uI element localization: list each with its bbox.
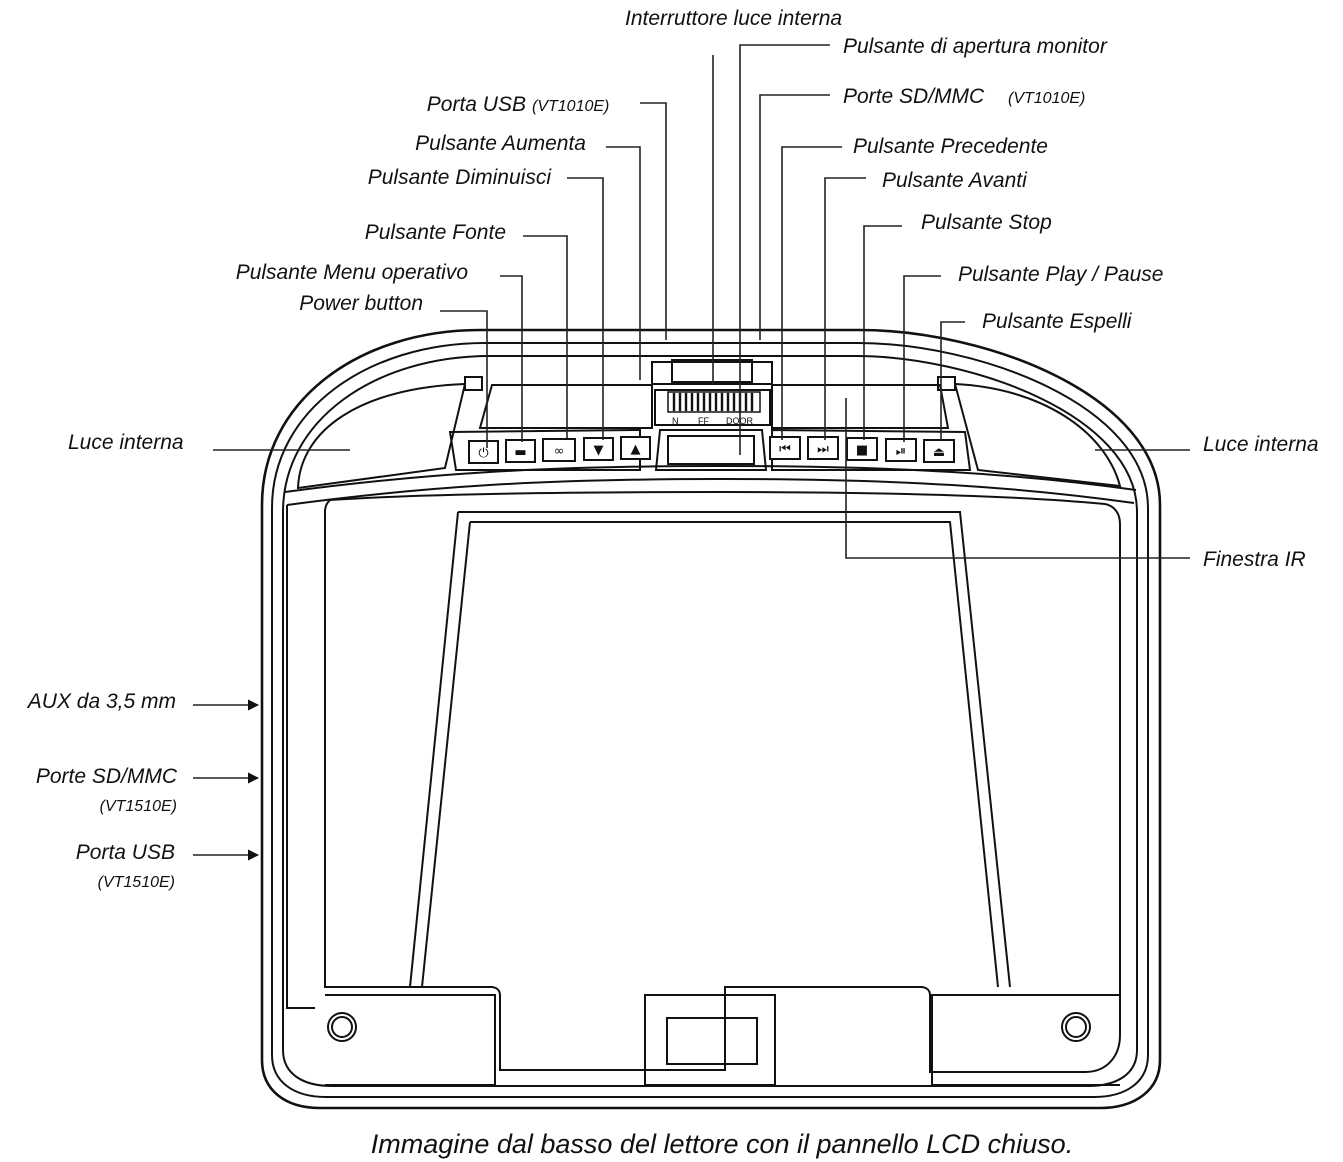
- label-previous: Pulsante Precedente: [853, 135, 1048, 158]
- switch-mark-n: N: [672, 416, 679, 426]
- label-usb-side: Porta USB: [76, 841, 175, 864]
- power-icon: ⏻: [478, 446, 488, 461]
- label-menu: Pulsante Menu operativo: [236, 261, 469, 284]
- label-stop: Pulsante Stop: [921, 211, 1052, 234]
- label-source: Pulsante Fonte: [365, 221, 506, 244]
- source-button[interactable]: ∞: [542, 438, 576, 462]
- label-aux: AUX da 3,5 mm: [26, 690, 176, 713]
- label-sd-mmc-top-model: (VT1010E): [1008, 90, 1085, 107]
- power-button[interactable]: ⏻: [468, 440, 499, 464]
- label-sd-mmc-side-model: (VT1510E): [100, 798, 177, 815]
- label-power: Power button: [299, 292, 423, 315]
- skip-back-icon: ⏮: [779, 442, 791, 457]
- triangle-up-icon: ▲: [631, 442, 641, 457]
- eject-button[interactable]: ⏏: [923, 439, 955, 463]
- stop-icon: ■: [856, 443, 868, 458]
- label-interior-light-right: Luce interna: [1203, 433, 1319, 456]
- interior-light-switch-wheel[interactable]: [667, 391, 761, 413]
- label-play-pause: Pulsante Play / Pause: [958, 263, 1163, 286]
- eject-icon: ⏏: [933, 445, 945, 460]
- switch-mark-ff: FF: [698, 416, 709, 426]
- stop-button[interactable]: ■: [846, 437, 878, 461]
- menu-button[interactable]: ▬: [505, 439, 536, 463]
- play-pause-icon: ⏯: [896, 444, 906, 459]
- label-usb-port-top-model: (VT1010E): [532, 98, 609, 115]
- label-eject: Pulsante Espelli: [982, 310, 1133, 333]
- figure-caption: Immagine dal basso del lettore con il pa…: [371, 1129, 1073, 1159]
- label-interior-light-switch: Interruttore luce interna: [625, 7, 842, 30]
- label-usb-port-top: Porta USB: [427, 93, 526, 116]
- device-housing: N FF DOOR ⏻ ▬ ∞ ▼ ▲ ⏮: [260, 328, 1162, 1110]
- leader-lines: [193, 44, 1190, 861]
- label-volume-down: Pulsante Diminuisci: [368, 166, 553, 189]
- skip-forward-icon: ⏭: [817, 442, 829, 457]
- label-monitor-open-button: Pulsante di apertura monitor: [843, 35, 1108, 58]
- play-pause-button[interactable]: ⏯: [885, 438, 917, 462]
- label-sd-mmc-side: Porte SD/MMC: [36, 765, 178, 788]
- label-sd-mmc-top: Porte SD/MMC: [843, 85, 985, 108]
- source-icon: ∞: [554, 444, 565, 459]
- triangle-down-icon: ▼: [594, 443, 604, 458]
- label-usb-side-model: (VT1510E): [98, 874, 175, 891]
- next-button[interactable]: ⏭: [807, 436, 839, 460]
- menu-icon: ▬: [514, 445, 526, 460]
- label-ir-window: Finestra IR: [1203, 548, 1306, 571]
- label-volume-up: Pulsante Aumenta: [415, 132, 586, 155]
- monitor-open-button[interactable]: [667, 435, 755, 465]
- label-next: Pulsante Avanti: [882, 169, 1028, 192]
- volume-down-button[interactable]: ▼: [583, 437, 614, 461]
- volume-up-button[interactable]: ▲: [620, 436, 651, 460]
- previous-button[interactable]: ⏮: [769, 436, 801, 460]
- label-interior-light-left: Luce interna: [68, 431, 184, 454]
